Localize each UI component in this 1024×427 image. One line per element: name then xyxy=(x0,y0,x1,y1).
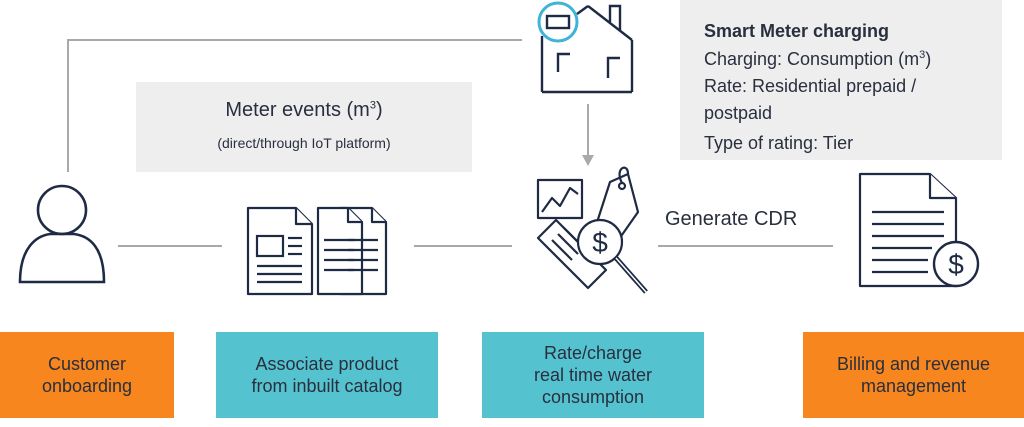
step-associate-product: Associate product from inbuilt catalog xyxy=(216,332,438,418)
step-billing-revenue: Billing and revenue management xyxy=(803,332,1024,418)
smart-meter-charging-line: Charging: Consumption (m3) xyxy=(704,49,932,69)
step-customer-onboarding: Customer onboarding xyxy=(0,332,174,418)
smart-meter-rate-line-2: postpaid xyxy=(704,103,773,123)
generate-cdr-label: Generate CDR xyxy=(665,208,798,230)
meter-events-title: Meter events (m3) xyxy=(225,99,383,121)
smart-meter-rate-line: Rate: Residential prepaid / xyxy=(704,76,917,96)
step-associate-product-label: Associate product from inbuilt catalog xyxy=(251,354,403,396)
documents-icon xyxy=(246,206,388,296)
step-billing-revenue-label: Billing and revenue management xyxy=(836,354,991,396)
house-with-meter-icon xyxy=(537,1,634,94)
smart-meter-info-box: Smart Meter charging Charging: Consumpti… xyxy=(680,0,1002,160)
step-customer-onboarding-label: Customer onboarding xyxy=(41,354,133,396)
step-rate-charge: Rate/charge real time water consumption xyxy=(482,332,704,418)
person-icon xyxy=(18,184,106,284)
arrow-head xyxy=(582,155,594,166)
rating-magnifier-icon: $ xyxy=(536,166,648,294)
svg-text:$: $ xyxy=(948,249,964,280)
invoice-dollar-icon: $ xyxy=(858,172,980,288)
step-rate-charge-label: Rate/charge real time water consumption xyxy=(533,343,653,407)
meter-events-subtitle: (direct/through IoT platform) xyxy=(217,135,391,151)
svg-text:$: $ xyxy=(592,227,608,258)
smart-meter-title: Smart Meter charging xyxy=(704,21,890,41)
meter-events-box: Meter events (m3) (direct/through IoT pl… xyxy=(136,82,472,172)
connector-customer-to-house xyxy=(67,39,522,172)
smart-meter-rating-type-line: Type of rating: Tier xyxy=(704,133,854,153)
